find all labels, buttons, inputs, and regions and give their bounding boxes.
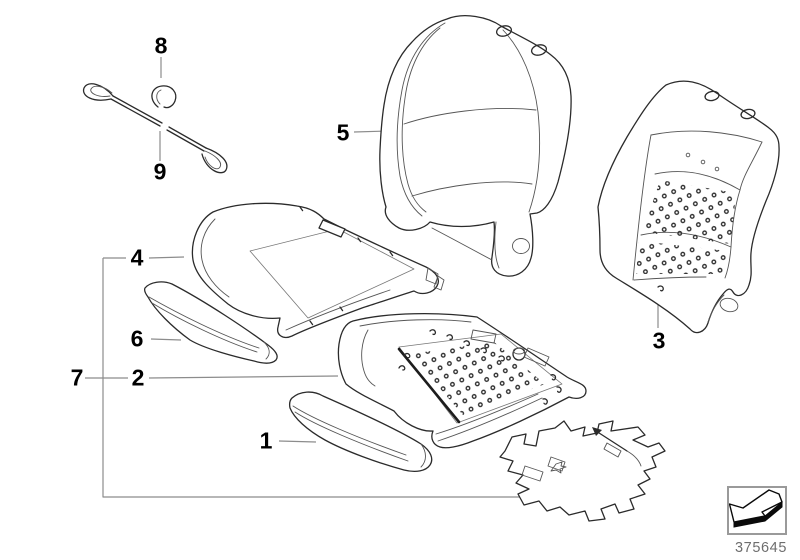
leader-line-7-2	[85, 375, 339, 379]
seat-cover-drawing	[191, 202, 445, 339]
headrest-guide-hole	[704, 90, 720, 102]
seat-pad-drawing	[337, 312, 587, 449]
backrest-pad-drawing	[597, 80, 780, 334]
callout-3: 3	[652, 327, 666, 354]
drawing-number: 375645	[735, 540, 787, 556]
callout-7: 7	[70, 364, 84, 391]
callout-5: 5	[336, 119, 350, 146]
callout-8: 8	[154, 32, 168, 59]
headrest-guide-hole	[740, 108, 756, 120]
callout-4: 4	[130, 244, 144, 271]
retaining-clip-drawing	[151, 85, 177, 109]
callout-9: 9	[153, 158, 167, 185]
bolster-pad-front-drawing	[288, 391, 433, 472]
callout-6: 6	[130, 325, 144, 352]
headrest-guide-hole	[495, 25, 513, 37]
direction-arrow-glyph	[728, 489, 783, 528]
group-bracket-line-7	[102, 258, 573, 498]
direction-arrow-icon	[727, 486, 787, 535]
callout-2: 2	[131, 364, 145, 391]
leader-line-1	[278, 440, 317, 443]
callout-1: 1	[259, 427, 273, 454]
leader-line-6	[150, 338, 182, 341]
backrest-cover-drawing	[379, 15, 572, 277]
cable-arrowhead	[592, 427, 602, 436]
heating-element-drawing	[499, 420, 666, 522]
retainer-wire-drawing	[82, 83, 228, 174]
bolster-pad-rear-drawing	[143, 281, 278, 364]
headrest-guide-hole	[530, 44, 548, 56]
leader-line-4	[103, 256, 185, 259]
callout-leader-lines	[85, 57, 659, 498]
